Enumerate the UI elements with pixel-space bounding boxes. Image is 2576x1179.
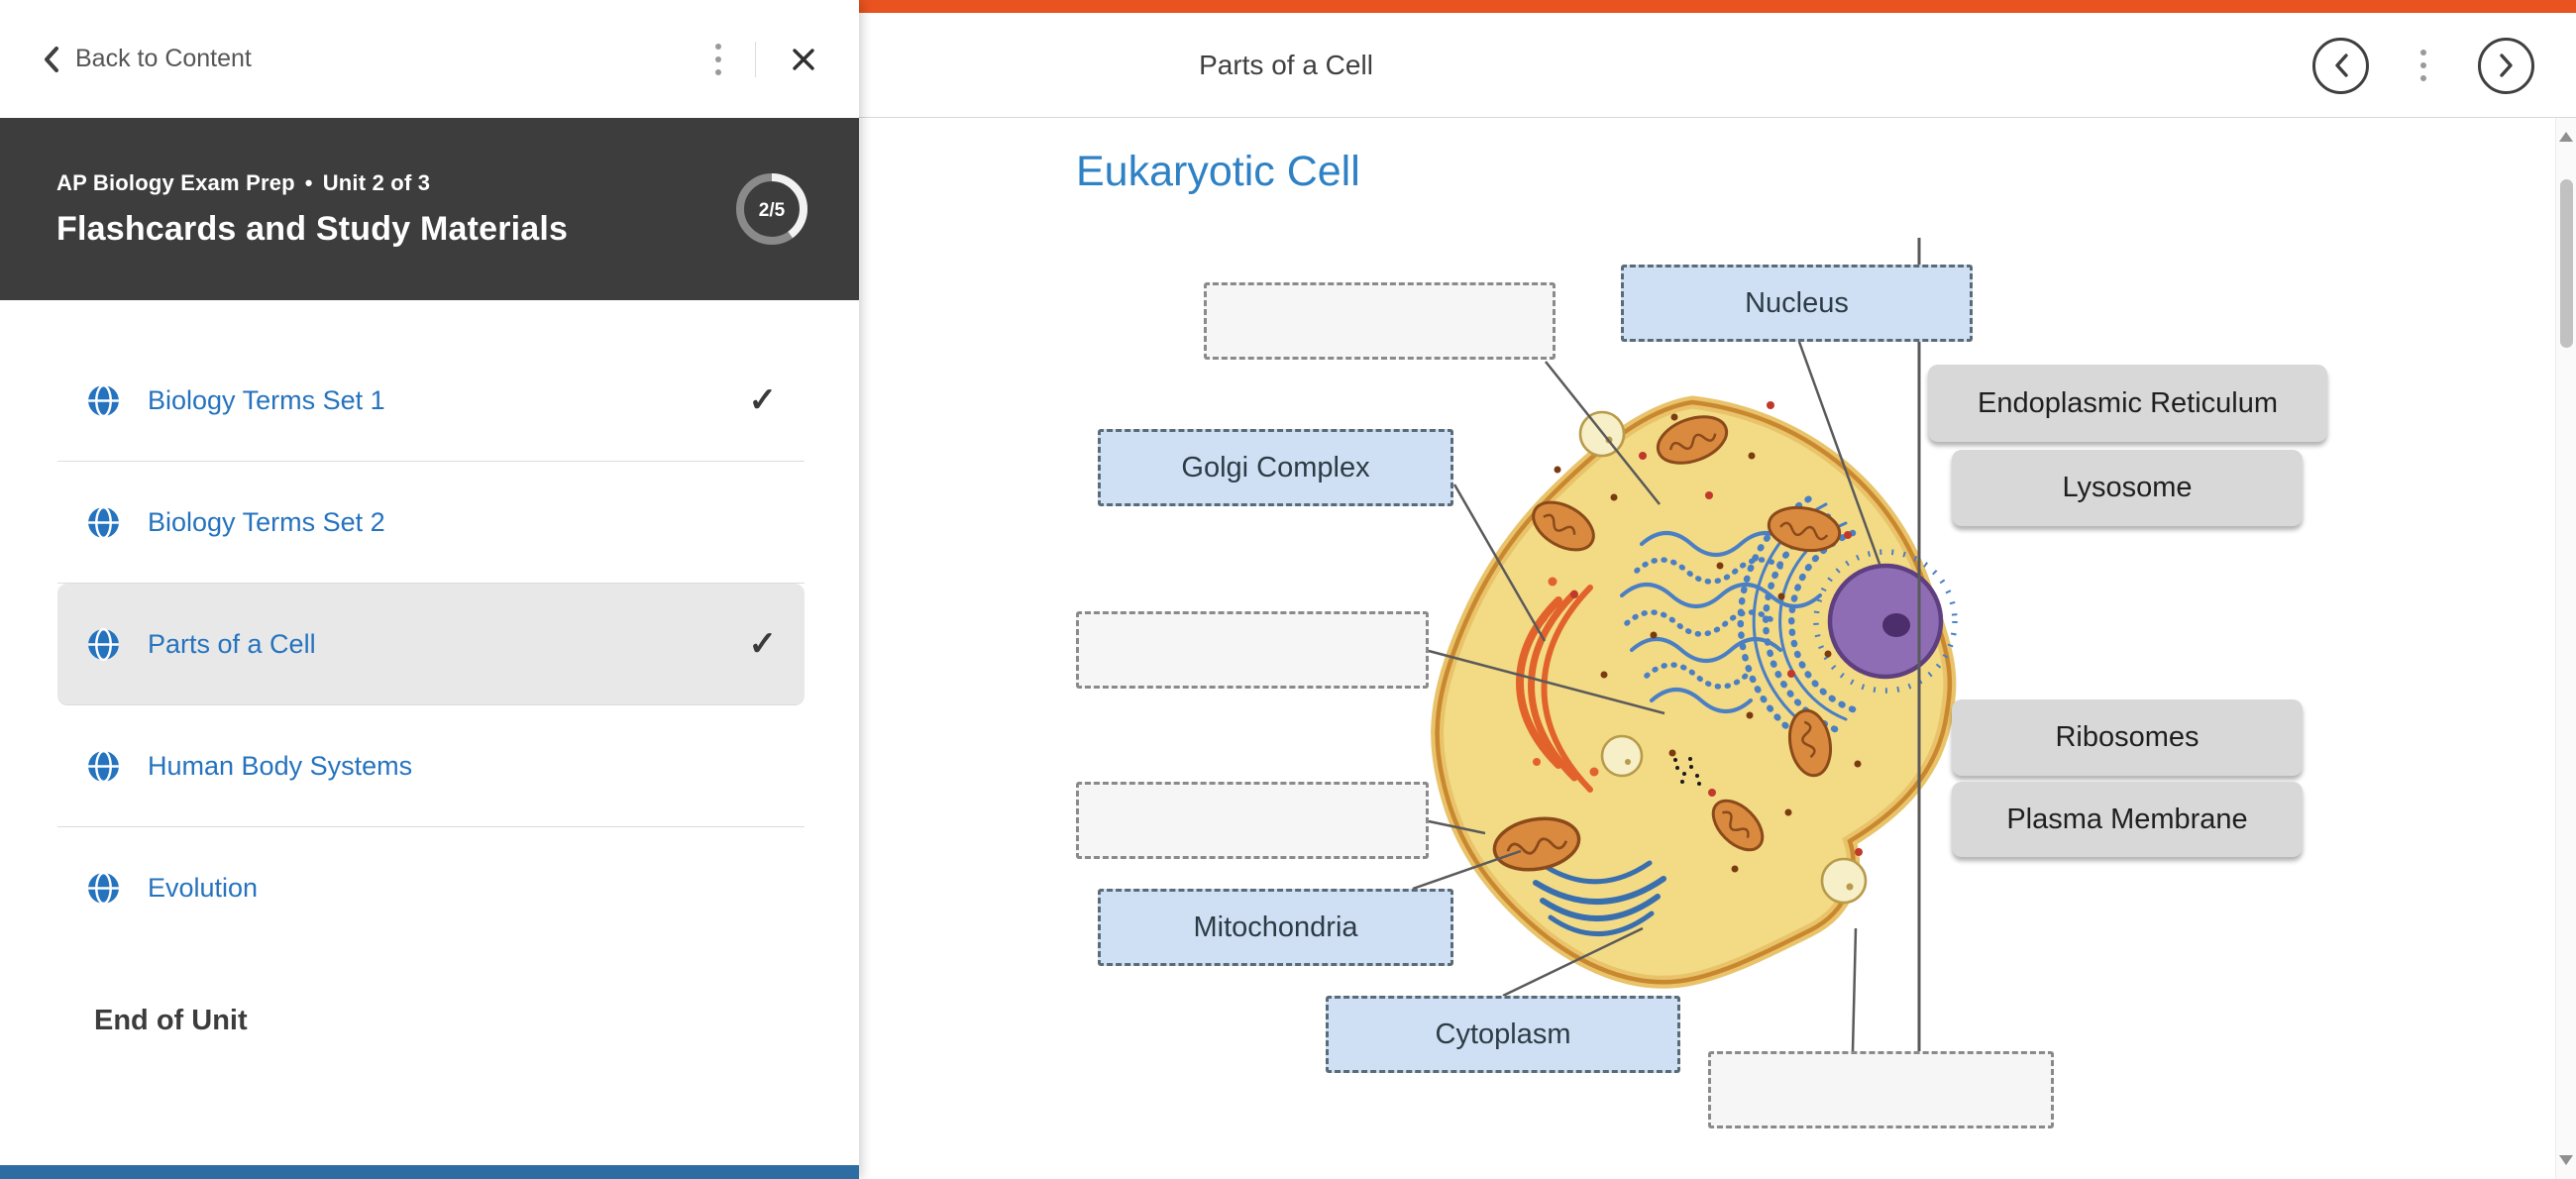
chevron-left-icon — [2334, 54, 2348, 77]
cell-diagram — [1412, 238, 1958, 1052]
sidebar-item-label: Human Body Systems — [148, 750, 413, 781]
bank-label-ribosomes[interactable]: Ribosomes — [1952, 699, 2303, 776]
scroll-up-icon — [2559, 132, 2573, 142]
unit-meta: AP Biology Exam Prep • Unit 2 of 3 — [56, 170, 730, 196]
golgi-complex-graphic — [1516, 585, 1593, 793]
bank-label-lysosome[interactable]: Lysosome — [1952, 450, 2303, 526]
chevron-left-icon — [45, 46, 58, 72]
placed-label-mitochondria[interactable]: Mitochondria — [1098, 889, 1453, 966]
drop-slot-2[interactable] — [1076, 611, 1429, 689]
sidebar-footer-bar — [0, 1165, 859, 1179]
globe-icon — [85, 626, 122, 663]
centriole-dots-graphic — [1673, 757, 1701, 786]
globe-icon — [85, 382, 122, 419]
unit-title: Flashcards and Study Materials — [56, 209, 569, 248]
sidebar-item-label: Biology Terms Set 1 — [148, 384, 385, 415]
card-nav-controls — [2312, 13, 2534, 118]
globe-icon — [85, 504, 122, 541]
divider — [755, 41, 756, 77]
scrollbar-thumb[interactable] — [2560, 179, 2573, 348]
drop-slot-3[interactable] — [1076, 782, 1429, 859]
smooth-er-graphic — [1533, 860, 1666, 937]
bank-label-endoplasmic-reticulum[interactable]: Endoplasmic Reticulum — [1928, 365, 2327, 442]
bank-label-plasma-membrane[interactable]: Plasma Membrane — [1952, 782, 2303, 857]
drop-slot-4[interactable] — [1708, 1051, 2054, 1128]
flashcard-set-list: Biology Terms Set 1 ✓ Biology Terms Set … — [57, 300, 805, 949]
er-squiggles-graphic — [1620, 531, 1822, 713]
placed-label-cytoplasm[interactable]: Cytoplasm — [1326, 996, 1680, 1073]
unit-header-text: AP Biology Exam Prep • Unit 2 of 3 Flashca… — [56, 170, 730, 249]
sidebar-item-label: Evolution — [148, 873, 259, 903]
next-card-button[interactable] — [2478, 37, 2534, 94]
placed-label-golgi-complex[interactable]: Golgi Complex — [1098, 429, 1453, 506]
sidebar-top-actions — [709, 38, 823, 81]
pointer-lines-graphic — [1412, 238, 1921, 1052]
mitochondria-graphic — [1492, 415, 1842, 872]
back-to-content-label: Back to Content — [75, 45, 252, 72]
unit-number: Unit 2 of 3 — [322, 169, 431, 195]
cell-body — [1431, 395, 1957, 989]
progress-ring: 2/5 — [730, 167, 813, 251]
main-content: Parts of a Cell Eukaryotic Cell — [859, 0, 2576, 1179]
end-of-unit-label: End of Unit — [94, 1005, 248, 1036]
course-name: AP Biology Exam Prep — [56, 169, 295, 195]
completed-check-icon: ✓ — [748, 381, 778, 419]
card-kebab-menu[interactable] — [2415, 44, 2432, 87]
unit-header: AP Biology Exam Prep • Unit 2 of 3 Flashca… — [0, 118, 859, 300]
sidebar-item-biology-terms-2[interactable]: Biology Terms Set 2 — [57, 462, 805, 584]
sidebar: Back to Content AP Biology Exam Prep • Uni… — [0, 0, 859, 1179]
scroll-down-button[interactable] — [2556, 1147, 2576, 1173]
scroll-down-icon — [2559, 1155, 2573, 1165]
sidebar-topbar: Back to Content — [0, 0, 859, 118]
exercise-heading: Eukaryotic Cell — [1076, 148, 1360, 195]
accent-bar — [859, 0, 2576, 13]
sidebar-item-label: Parts of a Cell — [148, 628, 316, 659]
scroll-up-button[interactable] — [2556, 124, 2576, 150]
back-to-content-link[interactable]: Back to Content — [42, 45, 252, 74]
progress-label: 2/5 — [759, 200, 786, 221]
close-button[interactable] — [784, 40, 823, 79]
drop-slot-1[interactable] — [1204, 282, 1556, 360]
labeling-exercise: Eukaryotic Cell — [859, 118, 2576, 1179]
page-title: Parts of a Cell — [1199, 50, 1373, 80]
golgi-vesicles-graphic — [1533, 577, 1599, 777]
scrollbar[interactable] — [2555, 118, 2576, 1179]
sidebar-item-biology-terms-1[interactable]: Biology Terms Set 1 ✓ — [57, 340, 805, 462]
completed-check-icon: ✓ — [748, 625, 778, 663]
prev-card-button[interactable] — [2312, 37, 2369, 94]
chevron-right-icon — [2499, 54, 2513, 77]
sidebar-item-human-body-systems[interactable]: Human Body Systems — [57, 705, 805, 827]
sidebar-item-parts-of-a-cell[interactable]: Parts of a Cell ✓ — [57, 584, 805, 705]
close-icon — [793, 48, 814, 70]
meta-bullet: • — [304, 169, 313, 195]
globe-icon — [85, 870, 122, 907]
content-topbar: Parts of a Cell — [859, 13, 2576, 118]
nucleus-graphic — [1813, 549, 1958, 694]
sidebar-item-evolution[interactable]: Evolution — [57, 827, 805, 949]
sidebar-item-label: Biology Terms Set 2 — [148, 506, 385, 537]
ribosome-dots-graphic — [1554, 413, 1862, 873]
globe-icon — [85, 748, 122, 785]
placed-label-nucleus[interactable]: Nucleus — [1621, 265, 1973, 342]
sidebar-kebab-menu[interactable] — [709, 38, 727, 81]
peroxisome-dots-graphic — [1570, 401, 1863, 856]
